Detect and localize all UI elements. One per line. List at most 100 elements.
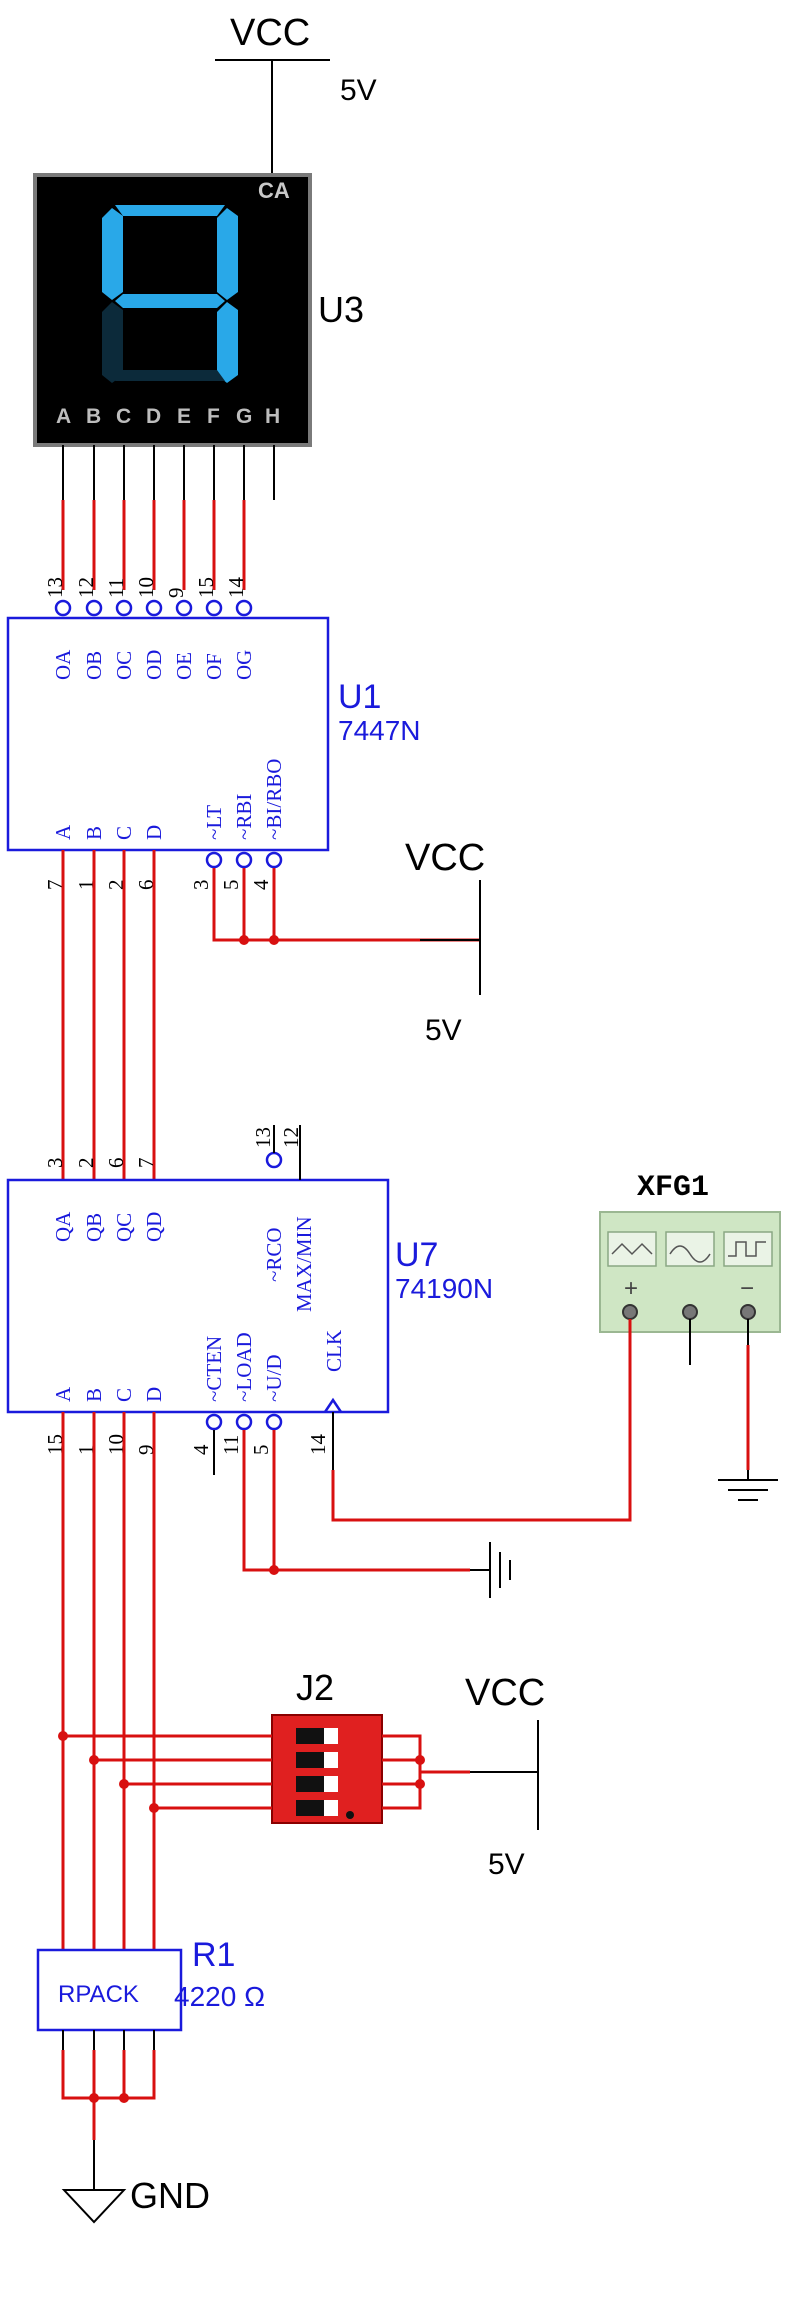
vcc-label-top: VCC xyxy=(230,12,310,54)
xfg-ref: XFG1 xyxy=(637,1171,709,1205)
segment-e xyxy=(102,302,123,383)
ic-u7-74190n[interactable] xyxy=(6,1178,390,1414)
vcc-label-j2: VCC xyxy=(465,1672,545,1714)
u7-pin-name: QC xyxy=(112,1213,136,1242)
r1-ground-wiring: GND xyxy=(61,2030,210,2224)
u7-ref: U7 xyxy=(395,1236,438,1274)
u7-pin-name: ~CTEN xyxy=(202,1336,226,1402)
display-pin-letter: E xyxy=(177,405,191,428)
u7-pin-name: C xyxy=(112,1388,136,1402)
display-ref: U3 xyxy=(318,289,364,330)
u1-top-pin-circles xyxy=(54,599,253,617)
u1-pin-number: 5 xyxy=(219,880,243,891)
dip-switch-j2[interactable] xyxy=(271,1714,383,1824)
display-leads xyxy=(61,445,275,590)
u1-pin-name: C xyxy=(112,826,136,840)
u1-pin-name: A xyxy=(51,824,75,840)
u1-pin-number: 12 xyxy=(74,577,98,598)
sine-wave-icon xyxy=(669,1245,711,1263)
r1-body-text: RPACK xyxy=(58,1981,139,2008)
u1-pin-name: OD xyxy=(142,650,166,680)
u7-pin-name: MAX/MIN xyxy=(292,1216,316,1312)
vcc-value-j2: 5V xyxy=(488,1848,525,1881)
u1-pin-name: OG xyxy=(232,650,256,680)
u7-top-pins: 3 2 6 7 13 12 xyxy=(43,1125,303,1180)
vcc-value-u1: 5V xyxy=(425,1014,462,1047)
u7-pin-name: QA xyxy=(51,1211,75,1242)
square-wave-icon xyxy=(728,1241,766,1257)
u7-pin-name: ~LOAD xyxy=(232,1332,256,1402)
display-pin-letter: B xyxy=(86,405,101,428)
u7-pin-number: 3 xyxy=(43,1158,67,1169)
u1-pin-name: B xyxy=(82,826,106,840)
bcd-bus-wires xyxy=(61,850,156,1180)
triangle-wave-icon xyxy=(611,1242,653,1256)
u1-part: 7447N xyxy=(338,715,421,746)
display-pin-letter: D xyxy=(146,405,161,428)
u1-pin-name: ~BI/RBO xyxy=(262,759,286,840)
u7-pin-name: CLK xyxy=(322,1330,346,1372)
u7-part: 74190N xyxy=(395,1273,493,1304)
r1-ref: R1 xyxy=(192,1936,235,1974)
u1-pin-number: 11 xyxy=(104,578,128,598)
u1-pin-number: 10 xyxy=(134,577,158,598)
vcc-top: VCC 5V xyxy=(215,12,377,175)
u7-pin-number: 10 xyxy=(104,1434,128,1455)
u7-pin-number: 5 xyxy=(249,1445,273,1456)
vcc-label-u1: VCC xyxy=(405,837,485,879)
display-pin-letter: A xyxy=(56,405,71,428)
u7-bottom-pin-numbers: 15 1 10 9 4 11 5 14 xyxy=(43,1434,330,1456)
display-pin-letter: G xyxy=(236,405,252,428)
digit-9-segments xyxy=(102,205,238,383)
u7-pin-name: ~U/D xyxy=(262,1354,286,1402)
u7-bottom-pin-circles xyxy=(205,1413,283,1431)
u1-control-wiring: VCC 5V xyxy=(212,837,485,1047)
u1-pin-number: 7 xyxy=(43,880,67,891)
u7-pin-number: 9 xyxy=(134,1445,158,1456)
u7-pin-number: 2 xyxy=(74,1158,98,1169)
u1-pin-number: 3 xyxy=(189,880,213,891)
u7-pin-number: 15 xyxy=(43,1434,67,1455)
ic-u1-7447n[interactable] xyxy=(6,616,330,852)
u1-pin-number: 1 xyxy=(74,880,98,891)
segment-d xyxy=(115,370,225,381)
u7-pin-name: QB xyxy=(82,1213,106,1242)
xfg-minus-terminal: − xyxy=(740,1275,754,1302)
u7-top-pin-names: QA QB QC QD ~RCO MAX/MIN xyxy=(51,1211,316,1312)
function-generator-xfg1[interactable]: XFG1 + − xyxy=(599,1171,781,1333)
u7-pin-number: 4 xyxy=(189,1444,213,1455)
u1-bottom-pin-numbers: 7 1 2 6 3 5 4 xyxy=(43,879,273,890)
xfg-wiring xyxy=(628,1319,778,1501)
xfg-plus-terminal: + xyxy=(624,1275,638,1302)
u7-pin-number: 7 xyxy=(134,1158,158,1169)
u1-bottom-pin-names: A B C D ~LT ~RBI ~BI/RBO xyxy=(51,759,286,840)
u1-top-pin-numbers: 13 12 11 10 9 15 14 xyxy=(43,577,248,599)
u7-pin-number: 1 xyxy=(74,1445,98,1456)
display-pin-letter: H xyxy=(265,405,280,428)
u7-pin-number: 6 xyxy=(104,1158,128,1169)
clk-edge-marker xyxy=(323,1397,343,1413)
u1-pin-name: ~RBI xyxy=(232,794,256,840)
u1-bottom-pin-circles xyxy=(205,851,283,869)
u7-control-wiring xyxy=(213,1340,632,1575)
ground-symbol-u7 xyxy=(489,1542,511,1598)
resistor-pack-r1[interactable]: RPACK xyxy=(36,1948,183,2032)
seven-segment-display[interactable]: CA A B C D E F G H xyxy=(33,173,312,447)
segment-f xyxy=(102,208,123,300)
u1-ref: U1 xyxy=(338,678,381,716)
display-pin-letter: C xyxy=(116,405,131,428)
j2-wiring: VCC 5V xyxy=(58,1672,545,1881)
segment-c xyxy=(217,302,238,383)
display-pin-letters: A B C D E F G H xyxy=(56,405,280,428)
u7-pin-name: D xyxy=(142,1387,166,1402)
segment-b xyxy=(217,208,238,300)
display-pin-letter: F xyxy=(207,405,220,428)
u7-bottom-pin-names: A B C D ~CTEN ~LOAD ~U/D CLK xyxy=(51,1330,346,1402)
u1-pin-name: OE xyxy=(172,652,196,680)
vcc-value-top: 5V xyxy=(340,74,377,107)
j2-ref: J2 xyxy=(296,1667,334,1708)
u7-pin-number: 11 xyxy=(219,1435,243,1455)
u7-pin-number: 13 xyxy=(251,1127,275,1148)
u7-pin-name: QD xyxy=(142,1212,166,1242)
